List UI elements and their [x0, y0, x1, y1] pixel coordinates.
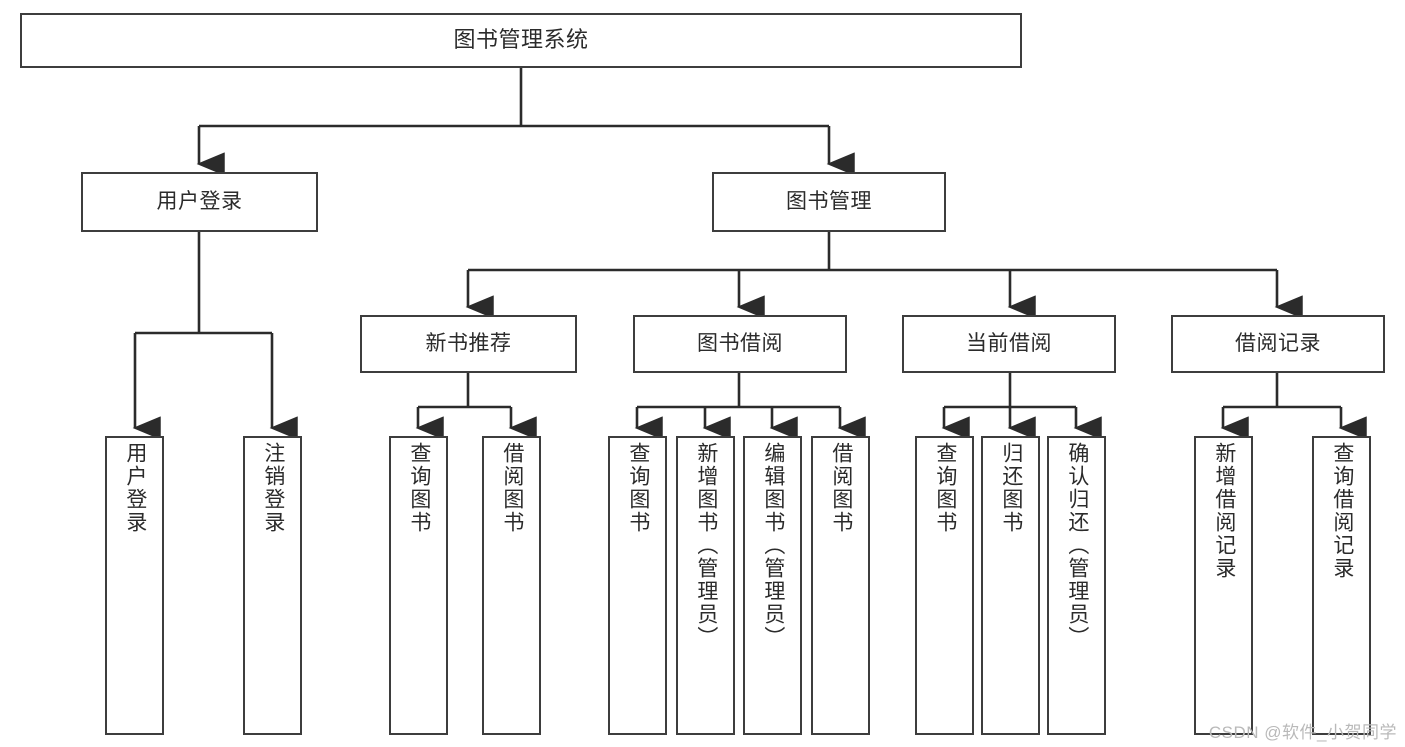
- node-root-label: 图书管理系统: [453, 27, 589, 53]
- node-book-borrow[interactable]: 图书借阅: [633, 315, 847, 373]
- node-leaf-user-login-label: 用户登录: [123, 442, 147, 534]
- node-new-book-recommend-label: 新书推荐: [425, 332, 512, 356]
- node-new-book-recommend[interactable]: 新书推荐: [360, 315, 577, 373]
- node-leaf-user-logout[interactable]: 注销登录: [243, 436, 302, 735]
- node-book-manage-label: 图书管理: [786, 190, 872, 214]
- node-leaf-edit-book-label: 编辑图书（管理员）: [761, 442, 785, 649]
- node-leaf-add-record-label: 新增借阅记录: [1212, 442, 1236, 580]
- node-leaf-add-book-label: 新增图书（管理员）: [694, 442, 718, 649]
- node-leaf-confirm-return-label: 确认归还（管理员）: [1065, 442, 1089, 649]
- node-leaf-query-book-1[interactable]: 查询图书: [389, 436, 448, 735]
- csdn-watermark: CSDN @软件_小贺同学: [1208, 723, 1397, 742]
- node-root[interactable]: 图书管理系统: [20, 13, 1022, 68]
- node-leaf-query-book-2[interactable]: 查询图书: [608, 436, 667, 735]
- node-leaf-edit-book[interactable]: 编辑图书（管理员）: [743, 436, 802, 735]
- node-book-borrow-label: 图书借阅: [697, 332, 783, 356]
- node-leaf-return-book[interactable]: 归还图书: [981, 436, 1040, 735]
- node-leaf-query-record-label: 查询借阅记录: [1330, 442, 1354, 580]
- node-leaf-query-book-3-label: 查询图书: [933, 442, 957, 534]
- node-book-manage[interactable]: 图书管理: [712, 172, 946, 232]
- node-leaf-query-book-1-label: 查询图书: [407, 442, 431, 534]
- node-current-borrow[interactable]: 当前借阅: [902, 315, 1116, 373]
- node-user-login-label: 用户登录: [156, 190, 243, 214]
- node-leaf-borrow-book-1[interactable]: 借阅图书: [482, 436, 541, 735]
- node-user-login[interactable]: 用户登录: [81, 172, 318, 232]
- node-borrow-record[interactable]: 借阅记录: [1171, 315, 1385, 373]
- node-leaf-query-book-2-label: 查询图书: [626, 442, 650, 534]
- node-leaf-return-book-label: 归还图书: [999, 442, 1023, 534]
- node-leaf-query-record[interactable]: 查询借阅记录: [1312, 436, 1371, 735]
- node-leaf-confirm-return[interactable]: 确认归还（管理员）: [1047, 436, 1106, 735]
- node-leaf-add-book[interactable]: 新增图书（管理员）: [676, 436, 735, 735]
- node-leaf-user-login[interactable]: 用户登录: [105, 436, 164, 735]
- node-current-borrow-label: 当前借阅: [966, 332, 1052, 356]
- node-leaf-borrow-book-2[interactable]: 借阅图书: [811, 436, 870, 735]
- node-leaf-user-logout-label: 注销登录: [261, 442, 285, 534]
- node-leaf-query-book-3[interactable]: 查询图书: [915, 436, 974, 735]
- node-borrow-record-label: 借阅记录: [1235, 332, 1321, 356]
- node-leaf-borrow-book-1-label: 借阅图书: [500, 442, 524, 534]
- node-leaf-add-record[interactable]: 新增借阅记录: [1194, 436, 1253, 735]
- node-leaf-borrow-book-2-label: 借阅图书: [829, 442, 853, 534]
